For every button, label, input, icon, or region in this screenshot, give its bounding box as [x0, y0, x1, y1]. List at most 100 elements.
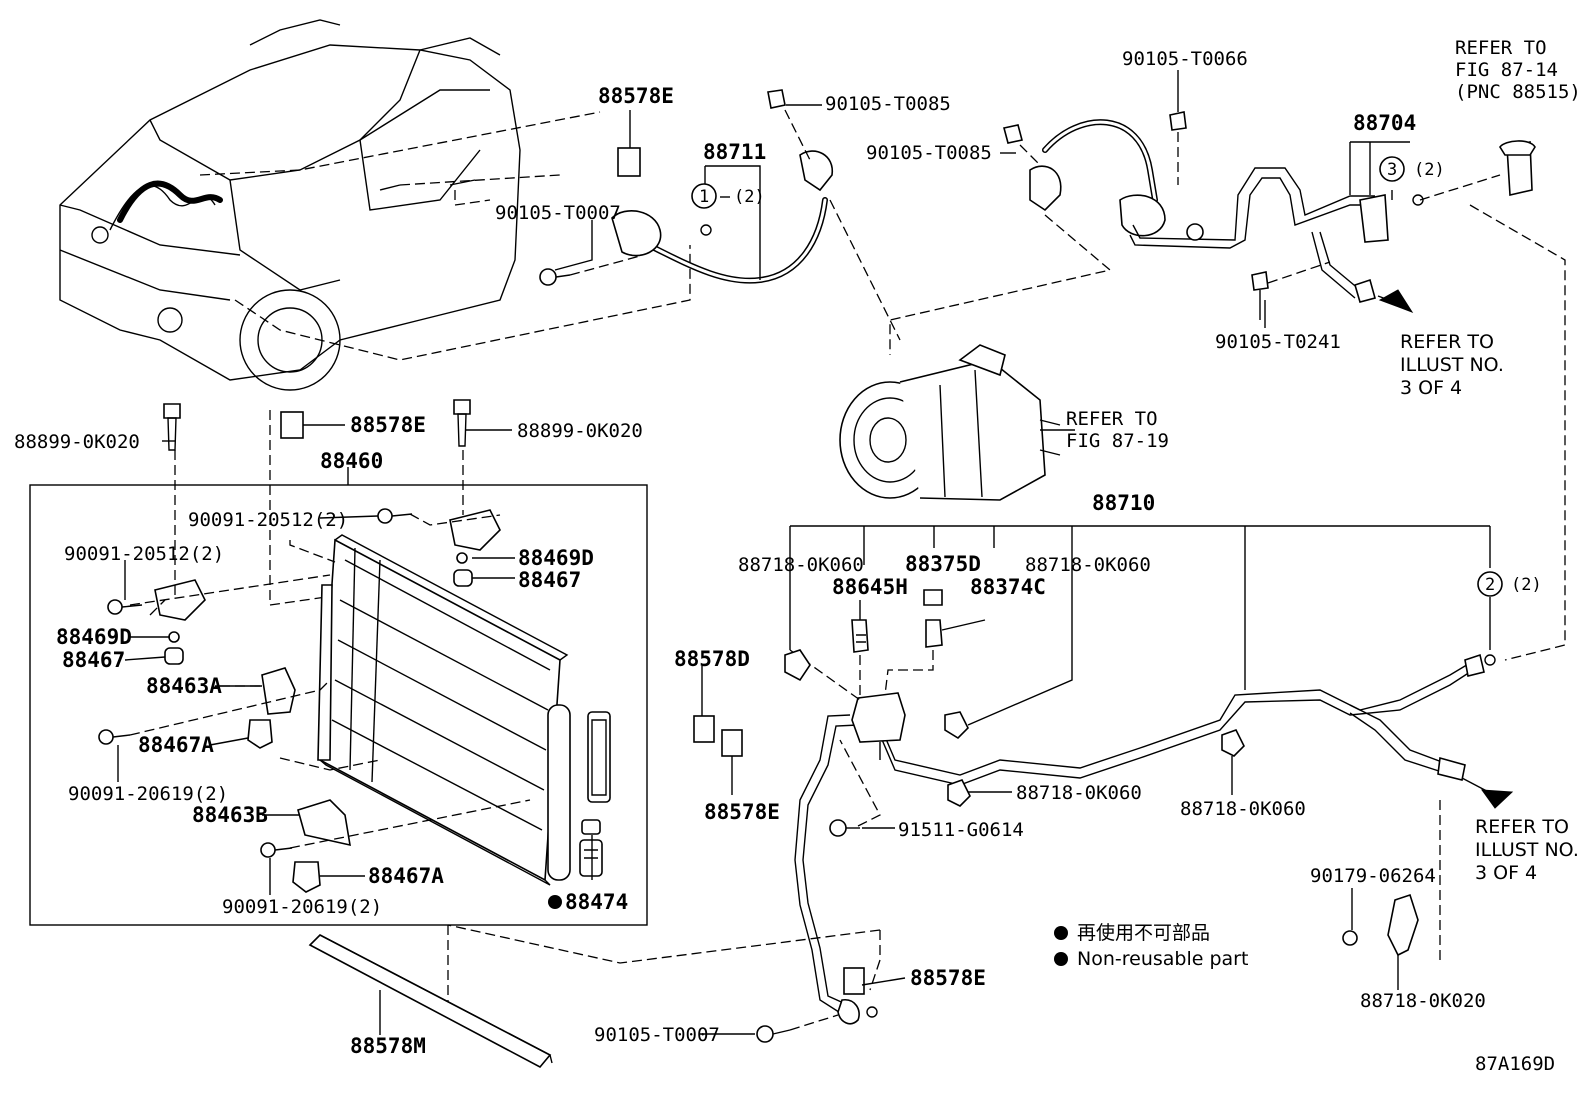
ref-circle-2-qty: (2): [1511, 575, 1542, 595]
label-90091-20512-a: 90091-20512(2): [188, 509, 348, 531]
label-88578M: 88578M: [350, 1034, 426, 1058]
seal-88578D: [693, 715, 715, 743]
valve-88374C: [925, 619, 943, 648]
label-refer-illust-a-line2: ILLUST NO.: [1400, 354, 1504, 376]
label-90179-06264: 90179-06264: [1310, 865, 1436, 887]
bracket-88463A: [261, 667, 296, 715]
legend-dot-jp: [1054, 926, 1068, 940]
screw-88469D-right: [456, 552, 468, 564]
legend-text-en: Non-reusable part: [1077, 948, 1248, 970]
label-88469D-right: 88469D: [518, 546, 594, 570]
vehicle-illustration: [59, 19, 521, 391]
label-88374C: 88374C: [970, 575, 1046, 599]
ref-circle-1-qty: (2): [734, 187, 765, 207]
label-88474: 88474: [565, 890, 628, 914]
label-refer-illust-b-line1: REFER TO: [1475, 816, 1569, 838]
ref-circle-3-number: 3: [1387, 160, 1397, 180]
seal-88578E-low: [721, 729, 743, 757]
label-88899-right: 88899-0K020: [517, 420, 643, 442]
label-88645H: 88645H: [832, 575, 908, 599]
label-88711: 88711: [703, 140, 766, 164]
label-90091-20619-b: 90091-20619(2): [222, 896, 382, 918]
ref-circle-1-number: 1: [699, 187, 709, 207]
switch-88645H: [851, 619, 869, 653]
cushion-88467A-a: [247, 719, 273, 749]
label-88899-left: 88899-0K020: [14, 431, 140, 453]
bracket-88718-0K020: [1387, 893, 1419, 957]
bolt-90105-T0241: [1251, 271, 1269, 320]
strip-88578M: [308, 934, 552, 1069]
label-88718-0K060-a: 88718-0K060: [738, 554, 864, 576]
clamp-88718-c: [947, 779, 971, 807]
label-88578D: 88578D: [674, 647, 750, 671]
legend-dot-en: [1054, 952, 1068, 966]
label-88463B: 88463B: [192, 803, 268, 827]
bolt-90091-20512-b: [107, 599, 143, 615]
label-refer-fig-87-19-line2: FIG 87-19: [1066, 430, 1169, 452]
label-88578E-mid: 88578E: [350, 413, 426, 437]
label-88469D-left: 88469D: [56, 625, 132, 649]
label-91511-G0614: 91511-G0614: [898, 819, 1024, 841]
label-88578E-top: 88578E: [598, 84, 674, 108]
ref-circle-1: [691, 183, 717, 209]
label-88467A-b: 88467A: [368, 864, 444, 888]
label-refer-illust-b-line3: 3 OF 4: [1475, 862, 1537, 884]
screw-88469D-left: [168, 631, 180, 643]
label-88718-0K060-b: 88718-0K060: [1025, 554, 1151, 576]
seal-88578E-top: [617, 147, 641, 177]
bolt-90105-T0007-top: [539, 268, 571, 286]
label-90091-20512-b: 90091-20512(2): [64, 543, 224, 565]
label-refer-illust-a-line1: REFER TO: [1400, 331, 1494, 353]
ref-circle-2: [1477, 571, 1503, 597]
cap-88375D: [923, 589, 943, 606]
condenser-assembly-box: [29, 484, 648, 926]
label-90105-T0241: 90105-T0241: [1215, 331, 1341, 353]
seal-88578E-mid: [280, 411, 304, 439]
label-88467-right: 88467: [518, 568, 581, 592]
label-90105-T0007-bot: 90105-T0007: [594, 1024, 720, 1046]
grommet-88467-right: [453, 569, 473, 587]
label-88463A: 88463A: [146, 674, 222, 698]
hose-fitting-88711: [611, 210, 662, 257]
clamp-88718-b: [944, 711, 969, 740]
hose-88711: [635, 197, 828, 284]
bolt-90105-T0066: [1169, 111, 1187, 131]
condenser-core: [317, 534, 611, 886]
bolt-88899-right: [453, 399, 471, 447]
pressure-switch-block: [851, 692, 906, 743]
bolt-90091-20619-b: [260, 842, 293, 858]
bolt-90105-T0007-bot: [756, 1025, 791, 1043]
bolt-90105-T0085-a: [767, 89, 786, 109]
bolt-90105-T0085-b: [1003, 124, 1023, 144]
ref-circle-3-qty: (2): [1414, 160, 1445, 180]
label-90105-T0066: 90105-T0066: [1122, 48, 1248, 70]
grommet-88467-left: [164, 647, 184, 665]
bracket-88463B: [297, 799, 351, 847]
ref-circle-2-number: 2: [1485, 575, 1495, 595]
label-88467A-a: 88467A: [138, 733, 214, 757]
label-88578E-bot: 88578E: [910, 966, 986, 990]
nut-90179: [1342, 930, 1358, 946]
clamp-88718-d: [1221, 729, 1245, 757]
label-90105-T0085-b: 90105-T0085: [866, 142, 992, 164]
label-88467-left: 88467: [62, 648, 125, 672]
label-refer-illust-a-line3: 3 OF 4: [1400, 377, 1462, 399]
figure-code: 87A169D: [1475, 1053, 1555, 1075]
bolt-88899-left: [163, 403, 181, 451]
label-refer-fig-87-14-line2: FIG 87-14: [1455, 59, 1558, 81]
legend-text-jp: 再使用不可部品: [1077, 922, 1210, 944]
label-88710: 88710: [1092, 491, 1155, 515]
label-88578E-low: 88578E: [704, 800, 780, 824]
seal-88578E-bot: [843, 967, 865, 995]
label-90105-T0085-a: 90105-T0085: [825, 93, 951, 115]
label-90091-20619-a: 90091-20619(2): [68, 783, 228, 805]
bolt-91511: [829, 819, 860, 837]
bolt-90091-20619-a: [98, 729, 131, 745]
cushion-88467A-b: [292, 861, 321, 893]
label-refer-fig-87-14-line3: (PNC 88515): [1455, 81, 1581, 103]
desiccant-88474: [579, 819, 603, 877]
label-88718-0K020: 88718-0K020: [1360, 990, 1486, 1012]
label-88704: 88704: [1353, 111, 1416, 135]
non-reusable-dot-88474: [548, 895, 562, 909]
